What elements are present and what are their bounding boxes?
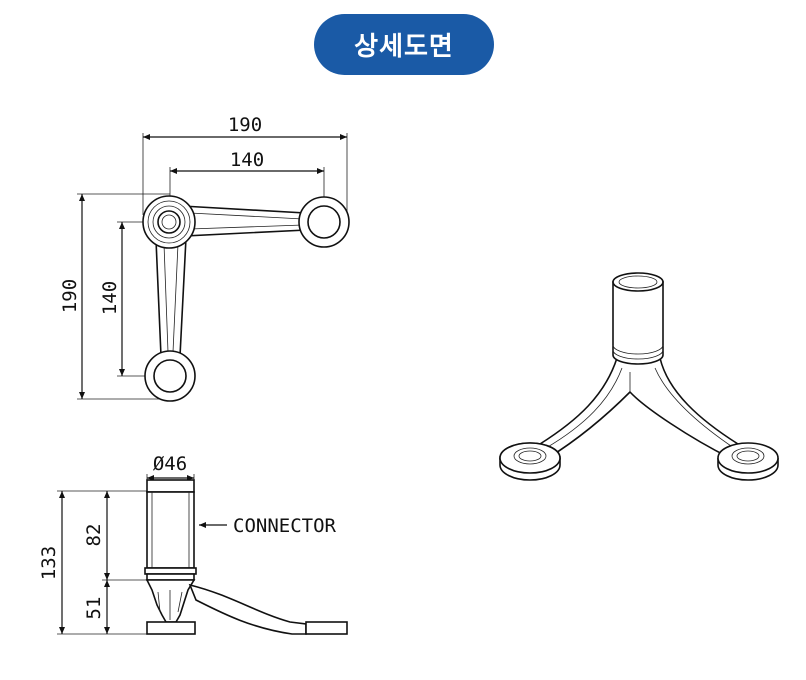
side-view: Ø46 133 82 51 CONNECTOR bbox=[38, 453, 348, 635]
iso-eye-left-hole bbox=[513, 447, 547, 465]
iso-eye-right-hole bbox=[731, 447, 765, 465]
hub-neck bbox=[145, 579, 196, 623]
connector-ring bbox=[146, 573, 195, 581]
base-pad bbox=[146, 621, 196, 635]
iso-eye-left-rim bbox=[499, 442, 561, 474]
iso-arm-edges bbox=[545, 367, 735, 449]
eye-right-hole bbox=[307, 205, 341, 239]
hub-ring bbox=[147, 200, 191, 244]
dim-width-inner: 140 bbox=[230, 149, 264, 171]
arm-vertical bbox=[155, 237, 187, 357]
hub-ring bbox=[152, 205, 186, 239]
dim-width-outer: 190 bbox=[228, 114, 262, 136]
connector-body bbox=[146, 491, 195, 569]
dim-diameter: Ø46 bbox=[153, 453, 187, 475]
connector-cap bbox=[146, 479, 195, 493]
iso-cylinder-body bbox=[612, 281, 664, 365]
hub-neck-edge bbox=[157, 590, 183, 620]
arm-vertical-edge bbox=[163, 243, 179, 353]
dim-total-height: 133 bbox=[38, 546, 60, 580]
dim-lower-height: 51 bbox=[83, 597, 105, 620]
arm-horizontal bbox=[181, 205, 307, 237]
iso-eye-right-hole-inner bbox=[736, 450, 760, 462]
header-title: 상세도면 bbox=[314, 14, 494, 75]
iso-eye-left-hole-inner bbox=[518, 450, 542, 462]
hub-bore bbox=[157, 210, 181, 234]
iso-arms bbox=[538, 357, 740, 460]
arm-horizontal-edge bbox=[189, 212, 304, 230]
dim-height-inner: 140 bbox=[99, 281, 121, 315]
connector-ring bbox=[144, 567, 197, 575]
iso-eye-right-rim bbox=[717, 442, 779, 474]
side-eye-pad bbox=[305, 621, 348, 635]
iso-cylinder-top-inner bbox=[618, 275, 658, 289]
iso-cylinder-ring bbox=[612, 344, 664, 360]
dim-upper-height: 82 bbox=[83, 524, 105, 547]
isometric-view bbox=[499, 272, 779, 481]
dim-height-outer: 190 bbox=[59, 279, 81, 313]
top-view: 190 140 190 140 bbox=[59, 114, 350, 402]
callout-label: CONNECTOR bbox=[233, 515, 337, 537]
eye-bottom-hole bbox=[153, 359, 187, 393]
hub-bore-inner bbox=[161, 214, 177, 230]
side-arm bbox=[188, 583, 307, 635]
